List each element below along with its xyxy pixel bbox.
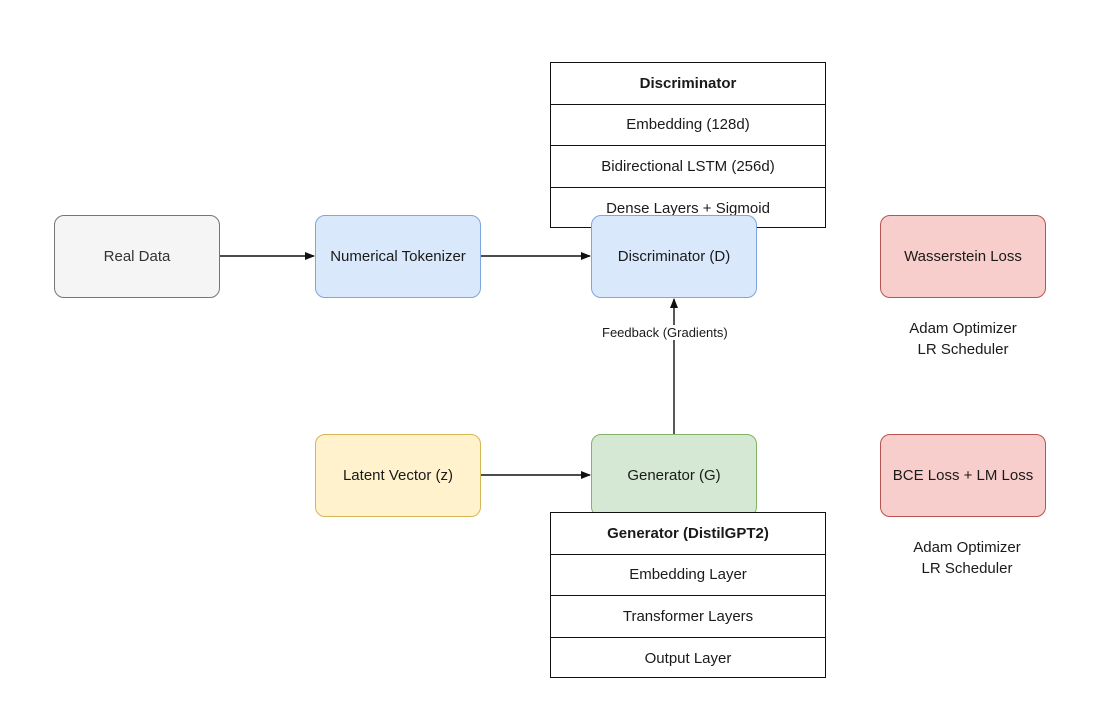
numerical-tokenizer-label: Numerical Tokenizer [330,248,466,265]
numerical-tokenizer-node: Numerical Tokenizer [315,215,481,298]
discriminator-layer-lstm: Bidirectional LSTM (256d) [551,146,825,188]
bce-lm-loss-node: BCE Loss + LM Loss [880,434,1046,517]
real-data-label: Real Data [103,248,171,265]
generator-optimizer-note: Adam Optimizer LR Scheduler [884,537,1050,579]
discriminator-scheduler-line: LR Scheduler [917,341,1009,358]
generator-layer-embedding: Embedding Layer [551,555,825,596]
discriminator-optimizer-line: Adam Optimizer [909,320,1017,337]
discriminator-layer-dense: Dense Layers + Sigmoid [606,199,770,217]
latent-vector-node: Latent Vector (z) [315,434,481,517]
real-data-node: Real Data [54,215,220,298]
generator-optimizer-line: Adam Optimizer [913,539,1021,556]
wasserstein-loss-node: Wasserstein Loss [880,215,1046,298]
bce-lm-loss-label: BCE Loss + LM Loss [892,467,1034,484]
latent-vector-label: Latent Vector (z) [342,467,454,484]
generator-architecture-stack: Generator (DistilGPT2) Embedding Layer T… [550,512,826,678]
discriminator-node: Discriminator (D) [591,215,757,298]
generator-layer-output: Output Layer [644,649,732,667]
discriminator-architecture-stack: Discriminator Embedding (128d) Bidirecti… [550,62,826,228]
generator-scheduler-line: LR Scheduler [921,560,1013,577]
wasserstein-loss-label: Wasserstein Loss [904,248,1022,265]
discriminator-optimizer-note: Adam Optimizer LR Scheduler [880,318,1046,360]
generator-label: Generator (G) [627,467,721,484]
feedback-gradients-label: Feedback (Gradients) [600,325,730,340]
generator-layer-transformer: Transformer Layers [551,596,825,638]
discriminator-label: Discriminator (D) [617,248,731,265]
generator-stack-title: Generator (DistilGPT2) [551,513,825,555]
discriminator-layer-embedding: Embedding (128d) [551,105,825,146]
generator-node: Generator (G) [591,434,757,517]
discriminator-stack-title: Discriminator [551,63,825,105]
